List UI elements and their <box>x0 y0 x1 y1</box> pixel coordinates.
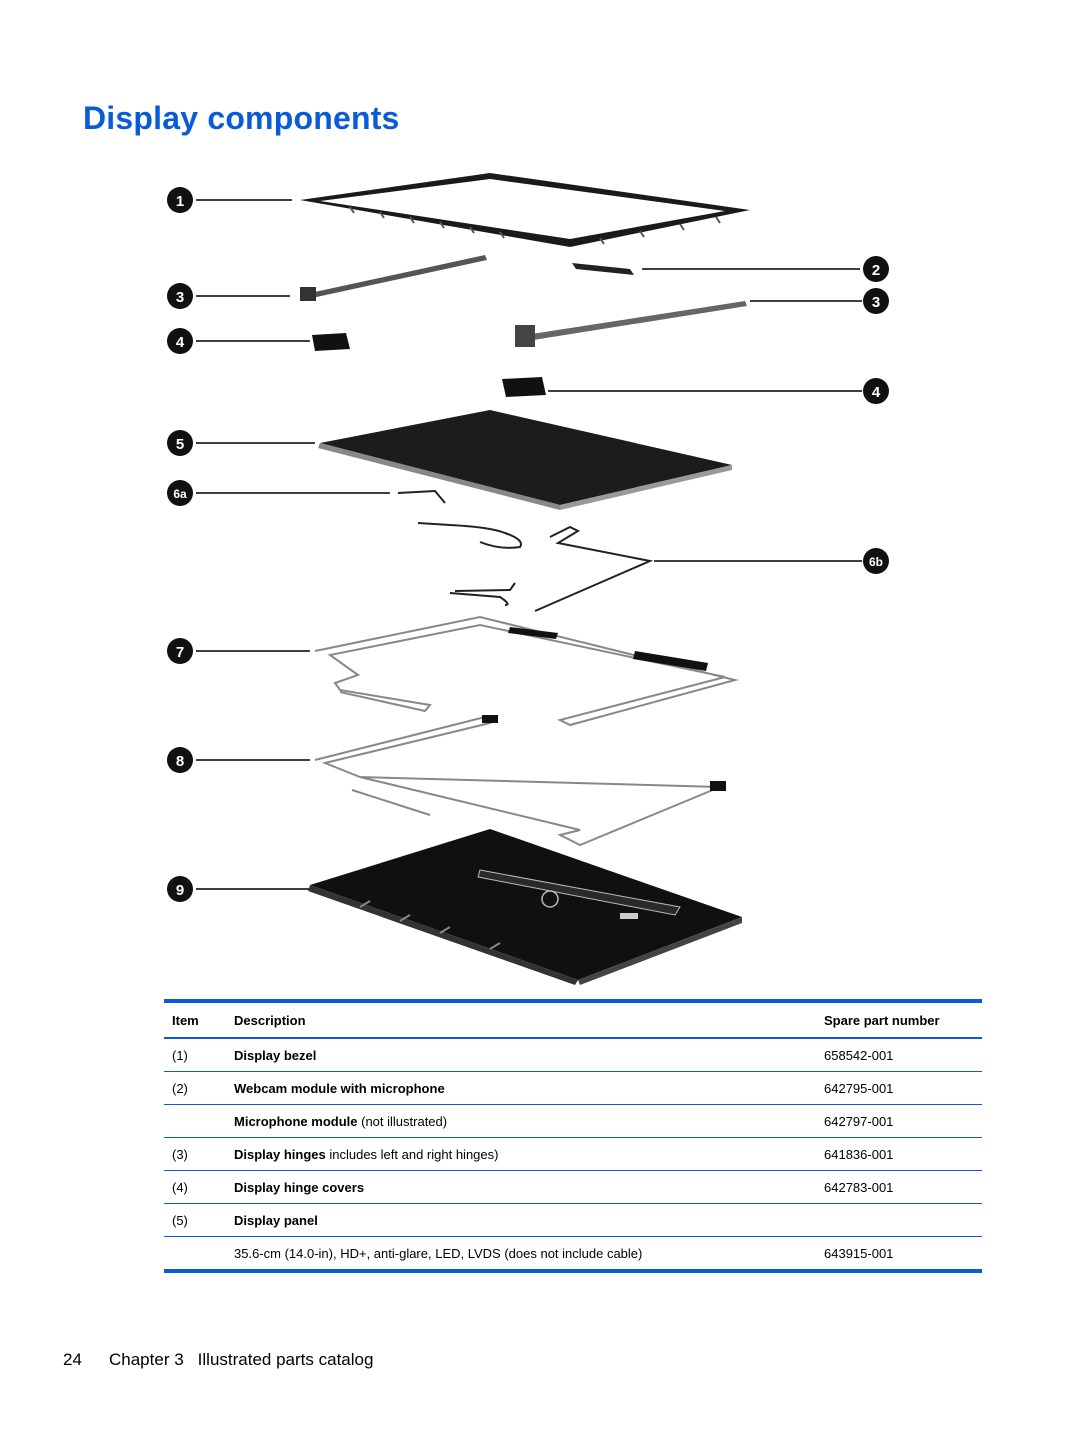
callout-3-left-icon: 3 <box>167 283 193 309</box>
right-display-hinge-illustration <box>515 301 747 347</box>
description-bold: Display hinge covers <box>234 1179 365 1195</box>
column-header-spare-part-number: Spare part number <box>824 1012 940 1028</box>
table-header-row: Item Description Spare part number <box>164 1001 982 1038</box>
row-spare-part-number: 643915-001 <box>816 1236 982 1273</box>
row-description: 35.6-cm (14.0-in), HD+, anti-glare, LED,… <box>226 1236 816 1273</box>
callout-6a-icon: 6a <box>167 480 193 506</box>
row-spare-part-number <box>816 1203 982 1237</box>
spare-parts-table: Item Description Spare part number (1) D… <box>164 999 982 1273</box>
table-row: (4) Display hinge covers 642783-001 <box>164 1170 982 1204</box>
left-hinge-cover-illustration <box>312 333 350 351</box>
svg-text:2: 2 <box>872 262 880 279</box>
svg-text:8: 8 <box>176 753 184 770</box>
row-item: (3) <box>164 1137 226 1171</box>
svg-text:7: 7 <box>176 644 184 661</box>
row-description: Display hinges includes left and right h… <box>226 1137 816 1171</box>
description-bold: Display bezel <box>234 1047 317 1063</box>
display-panel-illustration <box>318 410 732 510</box>
svg-text:6a: 6a <box>173 487 187 501</box>
callout-2-icon: 2 <box>863 256 889 282</box>
row-item: (4) <box>164 1170 226 1204</box>
callout-9-icon: 9 <box>167 876 193 902</box>
row-spare-part-number: 642795-001 <box>816 1071 982 1105</box>
display-cable-6a-illustration <box>397 489 522 606</box>
table-row: (2) Webcam module with microphone 642795… <box>164 1071 982 1105</box>
callout-7-icon: 7 <box>167 638 193 664</box>
left-display-hinge-illustration <box>300 255 487 301</box>
webcam-module-illustration <box>572 263 634 275</box>
page-footer: 24 Chapter 3 Illustrated parts catalog <box>63 1350 373 1370</box>
row-spare-part-number: 642797-001 <box>816 1104 982 1138</box>
display-back-cover-illustration <box>308 829 742 985</box>
svg-text:1: 1 <box>176 193 184 210</box>
description-rest: 35.6-cm (14.0-in), HD+, anti-glare, LED,… <box>234 1245 643 1261</box>
row-item <box>164 1104 226 1138</box>
svg-text:6b: 6b <box>869 555 883 569</box>
callout-8-icon: 8 <box>167 747 193 773</box>
callout-1-icon: 1 <box>167 187 193 213</box>
column-header-item: Item <box>172 1012 199 1028</box>
callout-4-left-icon: 4 <box>167 328 193 354</box>
row-spare-part-number: 658542-001 <box>816 1038 982 1072</box>
callout-3-right-icon: 3 <box>863 288 889 314</box>
description-bold: Display panel <box>234 1212 318 1228</box>
exploded-parts-figure: 1 2 3 3 4 4 5 6a 6b 7 8 9 <box>160 165 920 985</box>
svg-text:5: 5 <box>176 436 184 453</box>
chapter-label: Chapter 3 <box>109 1350 184 1369</box>
right-hinge-cover-illustration <box>502 377 546 397</box>
description-rest: includes left and right hinges) <box>325 1146 499 1162</box>
callout-4-right-icon: 4 <box>863 378 889 404</box>
svg-text:9: 9 <box>176 882 184 899</box>
row-description: Display bezel <box>226 1038 816 1072</box>
table-row: (3) Display hinges includes left and rig… <box>164 1137 982 1171</box>
antenna-set-illustration <box>314 615 739 727</box>
table-row: (5) Display panel <box>164 1203 982 1237</box>
description-bold: Microphone module <box>234 1113 358 1129</box>
display-cable-6b-illustration <box>534 525 654 612</box>
description-rest: (not illustrated) <box>357 1113 448 1129</box>
row-description: Microphone module (not illustrated) <box>226 1104 816 1138</box>
row-spare-part-number: 642783-001 <box>816 1170 982 1204</box>
section-title: Illustrated parts catalog <box>197 1350 374 1369</box>
svg-text:4: 4 <box>872 384 881 401</box>
row-description: Webcam module with microphone <box>226 1071 816 1105</box>
row-item: (1) <box>164 1038 226 1072</box>
description-bold: Display hinges <box>234 1146 326 1162</box>
row-description: Display hinge covers <box>226 1170 816 1204</box>
table-row: 35.6-cm (14.0-in), HD+, anti-glare, LED,… <box>164 1236 982 1273</box>
svg-text:4: 4 <box>176 334 185 351</box>
row-spare-part-number: 641836-001 <box>816 1137 982 1171</box>
page-number: 24 <box>63 1350 82 1369</box>
callout-6b-icon: 6b <box>863 548 889 574</box>
description-bold: Webcam module with microphone <box>234 1080 445 1096</box>
display-cable-set-illustration <box>314 715 726 847</box>
svg-text:3: 3 <box>176 289 184 306</box>
callout-5-icon: 5 <box>167 430 193 456</box>
row-description: Display panel <box>226 1203 816 1237</box>
row-item <box>164 1236 226 1273</box>
row-item: (5) <box>164 1203 226 1237</box>
display-bezel-illustration <box>300 173 750 247</box>
table-row: Microphone module (not illustrated) 6427… <box>164 1104 982 1138</box>
table-row: (1) Display bezel 658542-001 <box>164 1038 982 1072</box>
column-header-description: Description <box>234 1012 306 1028</box>
row-item: (2) <box>164 1071 226 1105</box>
svg-text:3: 3 <box>872 294 880 311</box>
page-title: Display components <box>83 100 400 136</box>
